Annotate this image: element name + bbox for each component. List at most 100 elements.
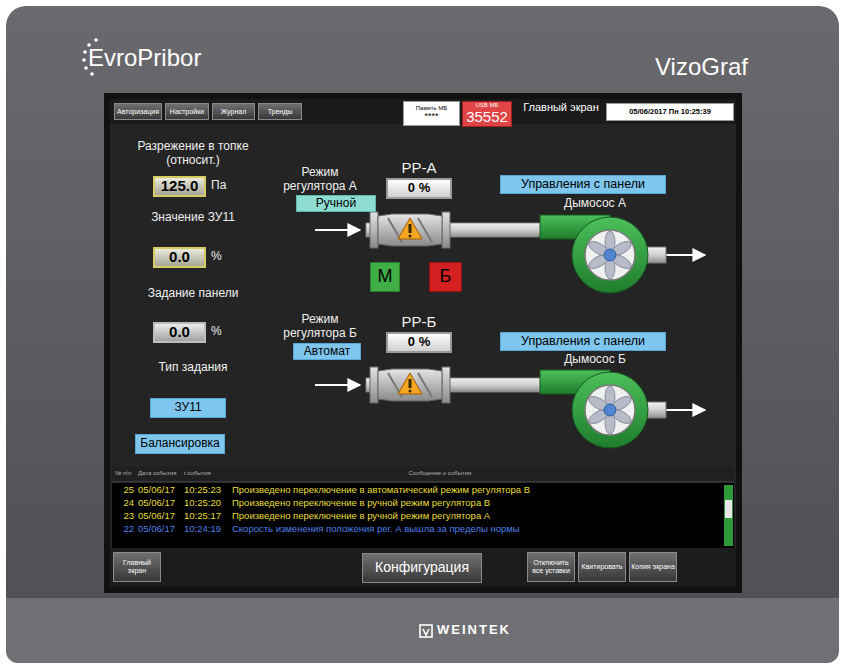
menu-button: Тренды bbox=[258, 103, 302, 120]
log-cell: 10:25:23 bbox=[184, 485, 221, 496]
drawing-part bbox=[423, 629, 429, 635]
node-text: Отключить все уставки bbox=[528, 559, 574, 574]
node-text: USB МБ bbox=[476, 102, 499, 109]
node-text: Управления с панели bbox=[521, 335, 645, 349]
node-text: Конфигурация bbox=[375, 560, 469, 575]
log-scrollbar bbox=[724, 485, 733, 546]
label-text: Сообщение о событии bbox=[409, 470, 472, 476]
value-field: 125.0 bbox=[153, 176, 206, 197]
mode-label: Режим регулятора Б bbox=[279, 313, 361, 341]
label-text: № п/п bbox=[115, 470, 131, 476]
node-text: Балансировка bbox=[140, 437, 219, 450]
fan-name: Дымосос А bbox=[530, 197, 660, 211]
regulator-name: РР-А bbox=[380, 159, 458, 176]
label-text: 25 bbox=[123, 484, 134, 495]
label-text: 10:25:17 bbox=[184, 510, 221, 521]
memory-indicator: Память МБ**** bbox=[403, 101, 460, 126]
drawing-part bbox=[725, 500, 732, 518]
menu-button: Копия экрана bbox=[629, 552, 677, 582]
drawing-part bbox=[666, 254, 705, 256]
mode-button: ЗУ11 bbox=[150, 398, 226, 418]
node-text: Главный экран bbox=[114, 559, 160, 574]
node-text: Тренды bbox=[268, 108, 293, 116]
menu-button: Настройки bbox=[165, 103, 209, 120]
label-text: Режим регулятора Б bbox=[283, 312, 357, 340]
label-text: WEINTEK bbox=[437, 622, 511, 637]
label-text: 05/06/17 bbox=[138, 484, 175, 495]
menu-button: Журнал bbox=[212, 103, 255, 120]
mode-button: Управления с панели bbox=[500, 332, 666, 351]
menu-button: Авторизация bbox=[114, 103, 162, 120]
usb-indicator: USB МБ35552 bbox=[462, 101, 512, 127]
mode-label: Режим регулятора А bbox=[279, 166, 361, 194]
mode-button: Автомат bbox=[293, 343, 361, 360]
smoke-exhauster bbox=[540, 370, 666, 448]
label-text: Произведено переключение в автоматически… bbox=[232, 484, 530, 495]
node-text: 125.0 bbox=[161, 178, 199, 195]
mode-button: Управления с панели bbox=[500, 175, 666, 194]
parameter-label: Разрежение в топке (относит.) bbox=[128, 140, 258, 168]
log-cell: 10:24:19 bbox=[184, 524, 221, 535]
table-header: Дата события bbox=[138, 470, 176, 477]
log-cell: 05/06/17 bbox=[138, 524, 175, 535]
label-text: Дымосос А bbox=[564, 196, 626, 210]
node-text: Память МБ bbox=[416, 105, 448, 112]
label-text: Произведено переключение в ручной режим … bbox=[232, 497, 490, 508]
label-text: Произведено переключение в ручной режим … bbox=[232, 510, 490, 521]
label-text: VizoGraf bbox=[655, 53, 748, 80]
node-text: Авторизация bbox=[117, 108, 159, 116]
label-text: % bbox=[211, 324, 222, 338]
label-text: t события bbox=[184, 470, 211, 476]
parameter-label: Задание панели bbox=[140, 287, 246, 301]
label-text: Задание панели bbox=[148, 286, 239, 300]
node-text: Квитировать bbox=[582, 563, 623, 571]
title-text: Главный экран bbox=[523, 101, 599, 113]
brand-logo: EvroPribor bbox=[88, 44, 201, 72]
fan-name: Дымосос Б bbox=[530, 353, 660, 367]
regulator-name: РР-Б bbox=[380, 313, 458, 330]
log-cell: 23 bbox=[116, 511, 134, 522]
damper-valve bbox=[370, 212, 450, 248]
label-text: 05/06/17 bbox=[138, 497, 175, 508]
model-name: VizoGraf bbox=[655, 53, 748, 81]
mode-button: Балансировка bbox=[135, 434, 225, 454]
drawing-part bbox=[666, 409, 705, 411]
label-text: Значение ЗУ11 bbox=[151, 210, 235, 224]
log-cell: Произведено переключение в автоматически… bbox=[232, 485, 530, 496]
label-text: Па bbox=[211, 178, 226, 192]
label-text: Тип задания bbox=[158, 360, 227, 374]
unit-label: Па bbox=[211, 179, 226, 193]
node-text: 05/06/2017 Пн 10:25:39 bbox=[629, 108, 711, 116]
log-cell: Скорость изменения положения рег. А вышл… bbox=[232, 524, 520, 535]
log-cell: 05/06/17 bbox=[138, 485, 175, 496]
label-text: 05/06/17 bbox=[138, 523, 175, 534]
date-time-field: 05/06/2017 Пн 10:25:39 bbox=[606, 103, 734, 121]
drawing-part bbox=[724, 485, 733, 546]
label-text: 22 bbox=[123, 523, 134, 534]
label-text: 05/06/17 bbox=[138, 510, 175, 521]
label-text: 23 bbox=[123, 510, 134, 521]
log-cell: Произведено переключение в ручной режим … bbox=[232, 511, 490, 522]
label-text: Разрежение в топке (относит.) bbox=[137, 139, 248, 167]
node-text: 0.0 bbox=[169, 324, 190, 341]
node-text: 35552 bbox=[466, 109, 508, 126]
table-header: № п/п bbox=[115, 470, 131, 477]
drawing-part bbox=[104, 93, 742, 593]
drawing-part bbox=[82, 58, 86, 62]
label-text: 10:25:20 bbox=[184, 497, 221, 508]
log-cell: 10:25:17 bbox=[184, 511, 221, 522]
log-cell: 10:25:20 bbox=[184, 498, 221, 509]
label-text: EvroPribor bbox=[88, 44, 201, 71]
log-cell: 05/06/17 bbox=[138, 511, 175, 522]
log-cell: 24 bbox=[116, 498, 134, 509]
weintek-icon bbox=[420, 625, 432, 637]
label-text: 10:25:23 bbox=[184, 484, 221, 495]
drawing-part bbox=[110, 548, 736, 587]
unit-label: % bbox=[211, 250, 222, 264]
label-text: РР-Б bbox=[402, 313, 437, 330]
label-text: Режим регулятора А bbox=[283, 165, 357, 193]
position-field: 0 % bbox=[386, 332, 452, 353]
drawing-part bbox=[112, 482, 734, 548]
maker-logo: WEINTEK bbox=[437, 623, 511, 638]
